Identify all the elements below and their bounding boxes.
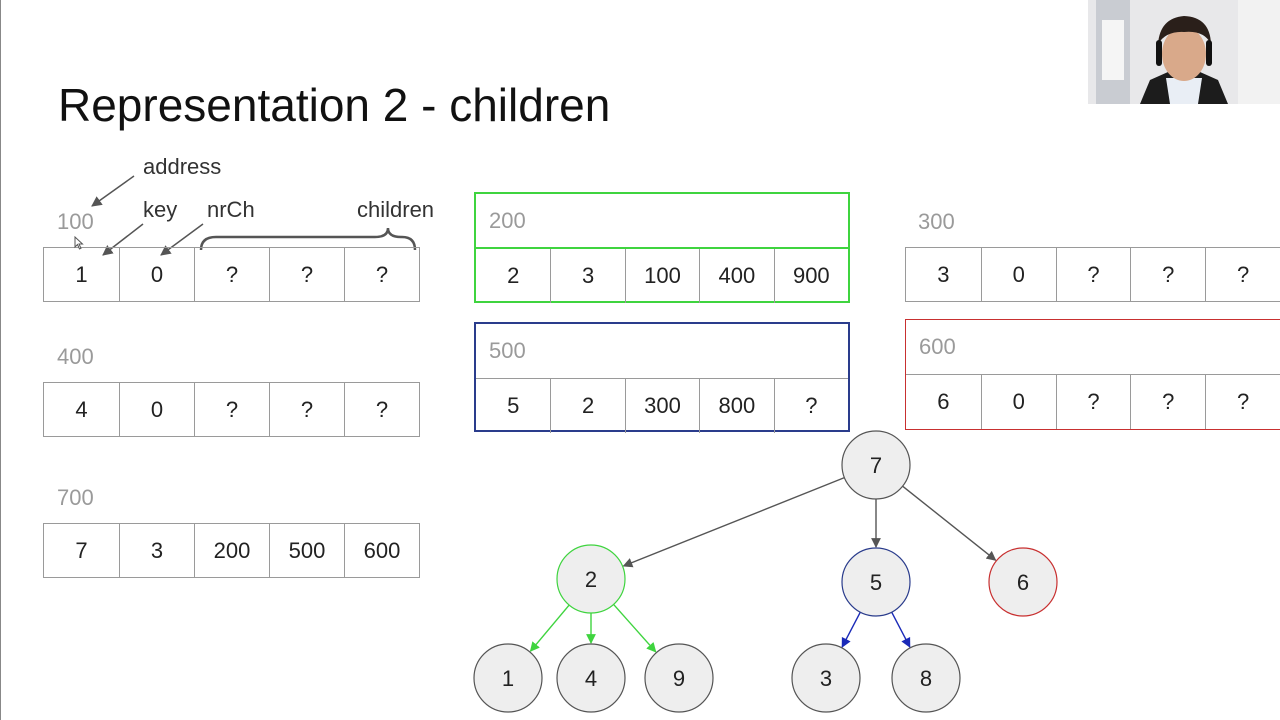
address-label-100: 100 (57, 209, 94, 234)
nrch-annotation: nrCh (207, 197, 255, 222)
tree-node-8: 8 (891, 643, 961, 713)
child-cell: ? (1130, 248, 1205, 301)
key-annotation: key (143, 197, 178, 222)
tree-node-circle (791, 643, 861, 713)
children-annotation: children (357, 197, 435, 222)
tree-edge-n5-n8 (891, 611, 911, 648)
tree-node-circle (473, 643, 543, 713)
presenter-video-icon (1088, 0, 1280, 104)
tree-edge-n2-n9 (613, 603, 657, 653)
tree-edge-n2-n1 (529, 604, 570, 652)
child-cell: 100 (624, 249, 699, 303)
tree-node-label: 6 (1017, 570, 1029, 595)
tree-node-circle (644, 643, 714, 713)
tree-node-label: 3 (820, 666, 832, 691)
child-cell: ? (344, 383, 419, 436)
address-label-700: 700 (57, 485, 94, 510)
child-cell: 400 (699, 249, 773, 303)
nrch-cell: 2 (550, 379, 624, 433)
tree-node-circle (556, 544, 626, 614)
child-cell: ? (1205, 375, 1280, 429)
tree-node-7: 7 (841, 430, 911, 500)
address-annotation: address (143, 154, 222, 179)
memory-block-200: 200 2 3 100 400 900 (474, 192, 850, 303)
key-cell: 3 (937, 261, 950, 287)
child-cell: 600 (344, 524, 419, 577)
nrch-cell: 3 (550, 249, 624, 303)
nrch-cell: 0 (980, 375, 1056, 429)
memory-block-500: 500 5 2 300 800 ? (474, 322, 850, 433)
child-cell: ? (194, 248, 269, 301)
webcam-overlay (1088, 0, 1280, 104)
slide-left-edge (0, 0, 1, 720)
tree-node-3: 3 (791, 643, 861, 713)
child-cell: ? (194, 383, 269, 436)
address-label-600: 600 (906, 320, 1280, 375)
tree-node-circle (556, 643, 626, 713)
tree-edge-n7-n2 (622, 476, 845, 568)
slide-title: Representation 2 - children (58, 79, 611, 131)
child-cell: 300 (624, 379, 699, 433)
nrch-cell: 0 (119, 383, 194, 436)
tree-node-label: 9 (673, 666, 685, 691)
key-cell: 6 (937, 389, 950, 414)
tree-node-label: 7 (870, 453, 882, 478)
tree-node-label: 1 (502, 666, 514, 691)
mouse-cursor-icon (74, 236, 84, 250)
tree-node-1: 1 (473, 643, 543, 713)
child-cell: ? (269, 383, 344, 436)
tree-edge-n7-n6 (902, 485, 997, 561)
tree-node-2: 2 (556, 544, 626, 614)
memory-block-100: 1 0 ? ? ? (43, 247, 420, 302)
tree-node-4: 4 (556, 643, 626, 713)
child-cell: ? (1055, 248, 1131, 301)
tree-node-6: 6 (988, 547, 1058, 617)
tree-node-5: 5 (841, 547, 911, 617)
tree-node-label: 2 (585, 567, 597, 592)
address-label-500: 500 (476, 324, 848, 379)
nrch-cell: 3 (119, 524, 194, 577)
memory-block-600: 600 6 0 ? ? ? (905, 319, 1280, 430)
child-cell: 800 (699, 379, 773, 433)
child-cell: ? (773, 379, 848, 433)
tree-node-circle (841, 547, 911, 617)
child-cell: 900 (773, 249, 848, 303)
tree-node-circle (988, 547, 1058, 617)
tree-node-label: 8 (920, 666, 932, 691)
memory-block-700: 7 3 200 500 600 (43, 523, 420, 578)
child-cell: 500 (269, 524, 344, 577)
key-cell: 5 (507, 393, 520, 418)
memory-block-300: 3 0 ? ? ? (905, 247, 1280, 302)
child-cell: ? (269, 248, 344, 301)
tree-node-circle (841, 430, 911, 500)
address-label-400: 400 (57, 344, 94, 369)
child-cell: ? (1130, 375, 1205, 429)
address-label-300: 300 (918, 209, 955, 234)
nrch-cell: 0 (980, 248, 1056, 301)
key-cell: 1 (75, 261, 88, 287)
address-label-200: 200 (476, 194, 848, 249)
tree-node-label: 5 (870, 570, 882, 595)
child-cell: ? (1205, 248, 1280, 301)
key-cell: 7 (75, 537, 88, 563)
tree-node-circle (891, 643, 961, 713)
tree-node-label: 4 (585, 666, 597, 691)
key-cell: 4 (75, 396, 88, 422)
tree-node-9: 9 (644, 643, 714, 713)
child-cell: ? (344, 248, 419, 301)
memory-block-400: 4 0 ? ? ? (43, 382, 420, 437)
child-cell: 200 (194, 524, 269, 577)
tree-edge-n5-n3 (841, 611, 861, 648)
nrch-cell: 0 (119, 248, 194, 301)
child-cell: ? (1055, 375, 1131, 429)
key-cell: 2 (507, 263, 520, 288)
